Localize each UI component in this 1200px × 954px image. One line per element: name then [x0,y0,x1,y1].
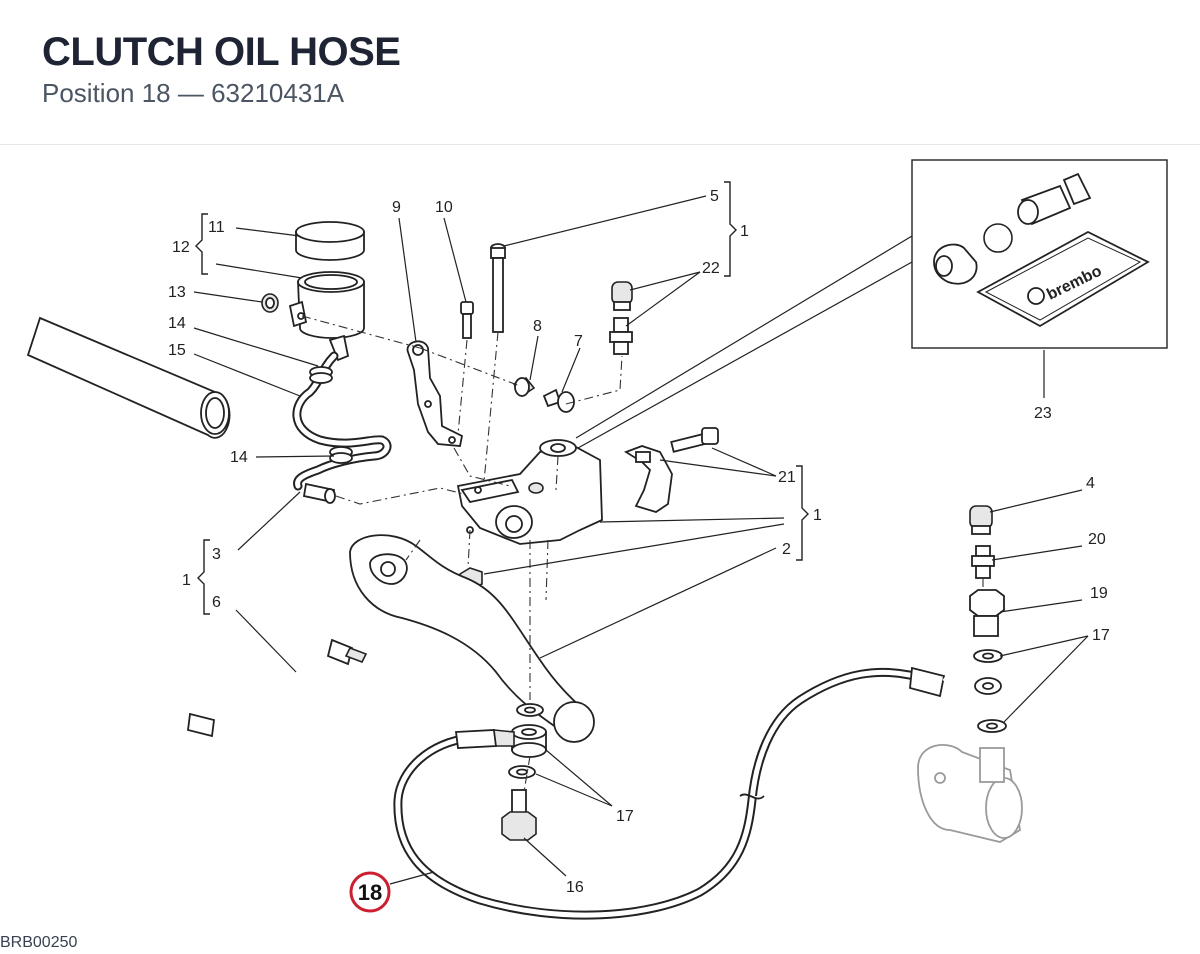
copper-washer [516,703,544,717]
clamp-screw [670,427,719,453]
label-17: 17 [1092,627,1110,644]
banjo-fitting [511,724,547,758]
label-2: 2 [782,541,791,558]
label-6: 6 [212,594,221,611]
reservoir-hose [292,351,392,491]
copper-washer [508,765,536,779]
label-4: 4 [1086,475,1095,492]
label-15: 15 [168,342,186,359]
label-12: 12 [172,239,190,256]
grommet [261,293,279,313]
label-16: 16 [566,879,584,896]
label-19: 19 [1090,585,1108,602]
label-14: 14 [230,449,248,466]
label-1: 1 [813,507,822,524]
handlebar-clamp [623,445,673,513]
label-1: 1 [740,223,749,240]
highlight-marker-18[interactable]: 18 [349,871,391,913]
group-brackets [195,181,809,615]
header: CLUTCH OIL HOSE Position 18 — 63210431A [0,0,1200,145]
copper-washer [977,719,1007,733]
clutch-switch-wire [187,634,368,738]
page-title: CLUTCH OIL HOSE [42,30,401,74]
leader-lines [193,195,1089,885]
mounting-bracket [406,340,464,447]
clutch-oil-hose [393,666,998,920]
label-8: 8 [533,318,542,335]
slave-cylinder [917,744,1023,843]
hose-fitting [302,482,336,504]
screw [460,301,474,339]
label-22: 22 [702,260,720,277]
label-5: 5 [710,188,719,205]
bleed-valve [609,317,633,355]
page-subtitle: Position 18 — 63210431A [42,78,345,108]
handlebar-tube [26,316,231,439]
label-13: 13 [168,284,186,301]
label-1: 1 [182,572,191,589]
label-17: 17 [616,808,634,825]
label-20: 20 [1088,531,1106,548]
repair-kit-inset: brembo [911,159,1168,349]
bleed-valve [611,281,633,311]
master-cylinder [456,439,603,545]
reference-code: BRB00250 [0,934,78,951]
clutch-lever [349,534,595,743]
bleed-screw [971,545,995,579]
bleed-cap [969,505,993,535]
hose-clamp [329,446,353,464]
label-23: 23 [1034,405,1052,422]
part-labels: 11 12 13 14 15 14 3 1 6 9 10 5 1 22 8 7 … [168,188,1110,896]
label-7: 7 [574,333,583,350]
label-9: 9 [392,199,401,216]
adapter-fitting [969,589,1005,637]
copper-washer [973,649,1003,663]
bushing [512,376,536,398]
banjo-bolt [501,789,537,841]
label-14: 14 [168,315,186,332]
reservoir-cap [295,221,365,261]
pivot-screw [542,388,575,413]
label-3: 3 [212,546,221,563]
banjo-fitting [974,677,1002,695]
long-bolt [490,243,506,333]
hose-clamp [309,366,333,384]
highlight-label: 18 [358,880,382,905]
label-21: 21 [778,469,796,486]
label-10: 10 [435,199,453,216]
reservoir-body [288,271,365,362]
label-11: 11 [208,219,225,236]
